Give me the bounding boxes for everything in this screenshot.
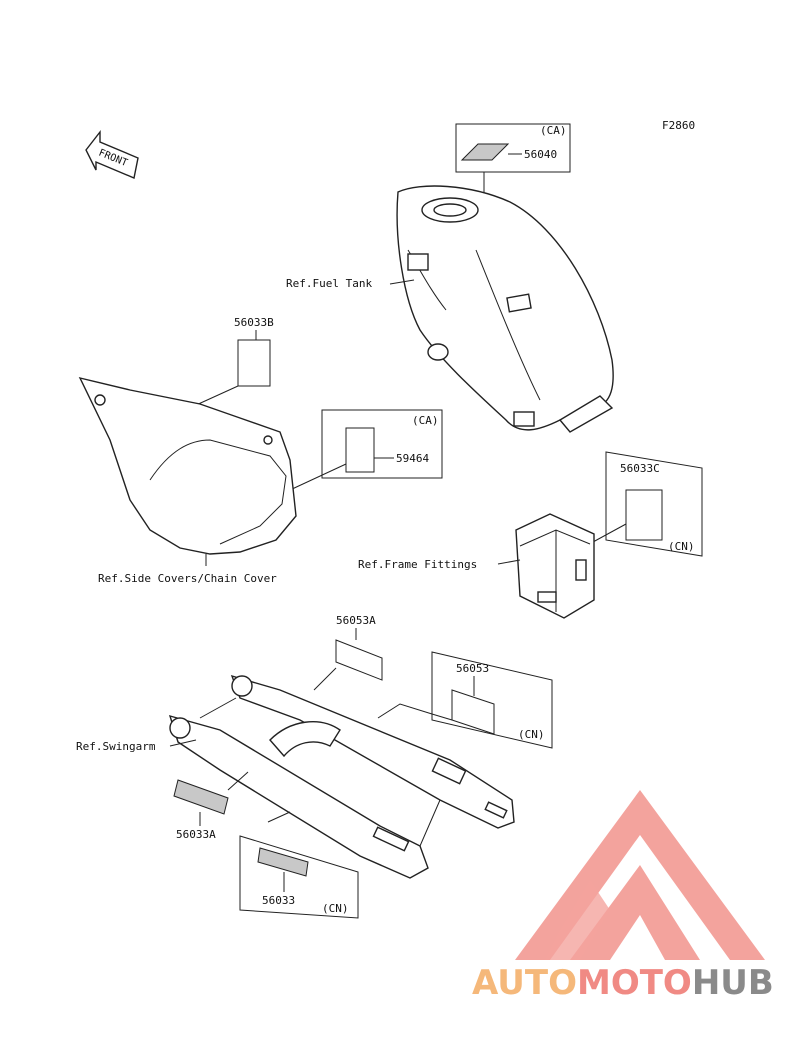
side-cover [78, 376, 297, 566]
front-arrow: FRONT [85, 129, 139, 179]
side-cover-ref: Ref.Side Covers/Chain Cover [98, 572, 277, 585]
watermark-part-2: MOTO [577, 963, 692, 1003]
decal-56053-label: 56053 [456, 662, 489, 675]
decal-56053a-label: 56053A [336, 614, 376, 627]
decal-56040-label: 56040 [524, 148, 557, 161]
watermark-part-1: AUTO [472, 963, 577, 1003]
swingarm-cn: (CN) [518, 728, 545, 741]
decal-56033a-shape [173, 779, 229, 815]
side-cover-ca: (CA) [412, 414, 439, 427]
decal-56033b-label: 56033B [234, 316, 274, 329]
fuel-tank-decal-group: (CA) 56040 [455, 123, 571, 248]
fuel-tank-ref: Ref.Fuel Tank [286, 277, 372, 290]
side-cover-decal-59464-group: (CA) 59464 [289, 409, 443, 491]
watermark-logo [515, 790, 765, 960]
frame-ref: Ref.Frame Fittings [358, 558, 477, 571]
decal-56033c-label: 56033C [620, 462, 660, 475]
swingarm [168, 674, 515, 879]
frame-fitting [515, 513, 595, 619]
figure-code: F2860 [662, 119, 695, 132]
fuel-tank-ca: (CA) [540, 124, 567, 137]
swingarm-decal-56053-group: 56053 (CN) [377, 651, 553, 749]
frame-decal-group: 56033C (CN) [581, 451, 703, 557]
swingarm-decal-56053a: 56053A [313, 614, 383, 691]
swingarm-lower-cn: (CN) [322, 902, 349, 915]
decal-59464-label: 59464 [396, 452, 429, 465]
swingarm-ref: Ref.Swingarm [76, 740, 156, 753]
watermark-text: AUTOMOTOHUB [472, 963, 774, 1003]
side-cover-decal-56033b: 56033B [193, 316, 274, 407]
swingarm-decal-56033a: 56033A [173, 771, 249, 841]
decal-56040-shape [460, 143, 510, 161]
frame-cn: (CN) [668, 540, 695, 553]
decal-56033-shape [257, 847, 309, 877]
watermark-part-3: HUB [692, 963, 774, 1003]
decal-56033a-label: 56033A [176, 828, 216, 841]
swingarm-decal-56033-group: 56033 (CN) [239, 811, 359, 919]
decal-56033-label: 56033 [262, 894, 295, 907]
fuel-tank [396, 185, 614, 433]
